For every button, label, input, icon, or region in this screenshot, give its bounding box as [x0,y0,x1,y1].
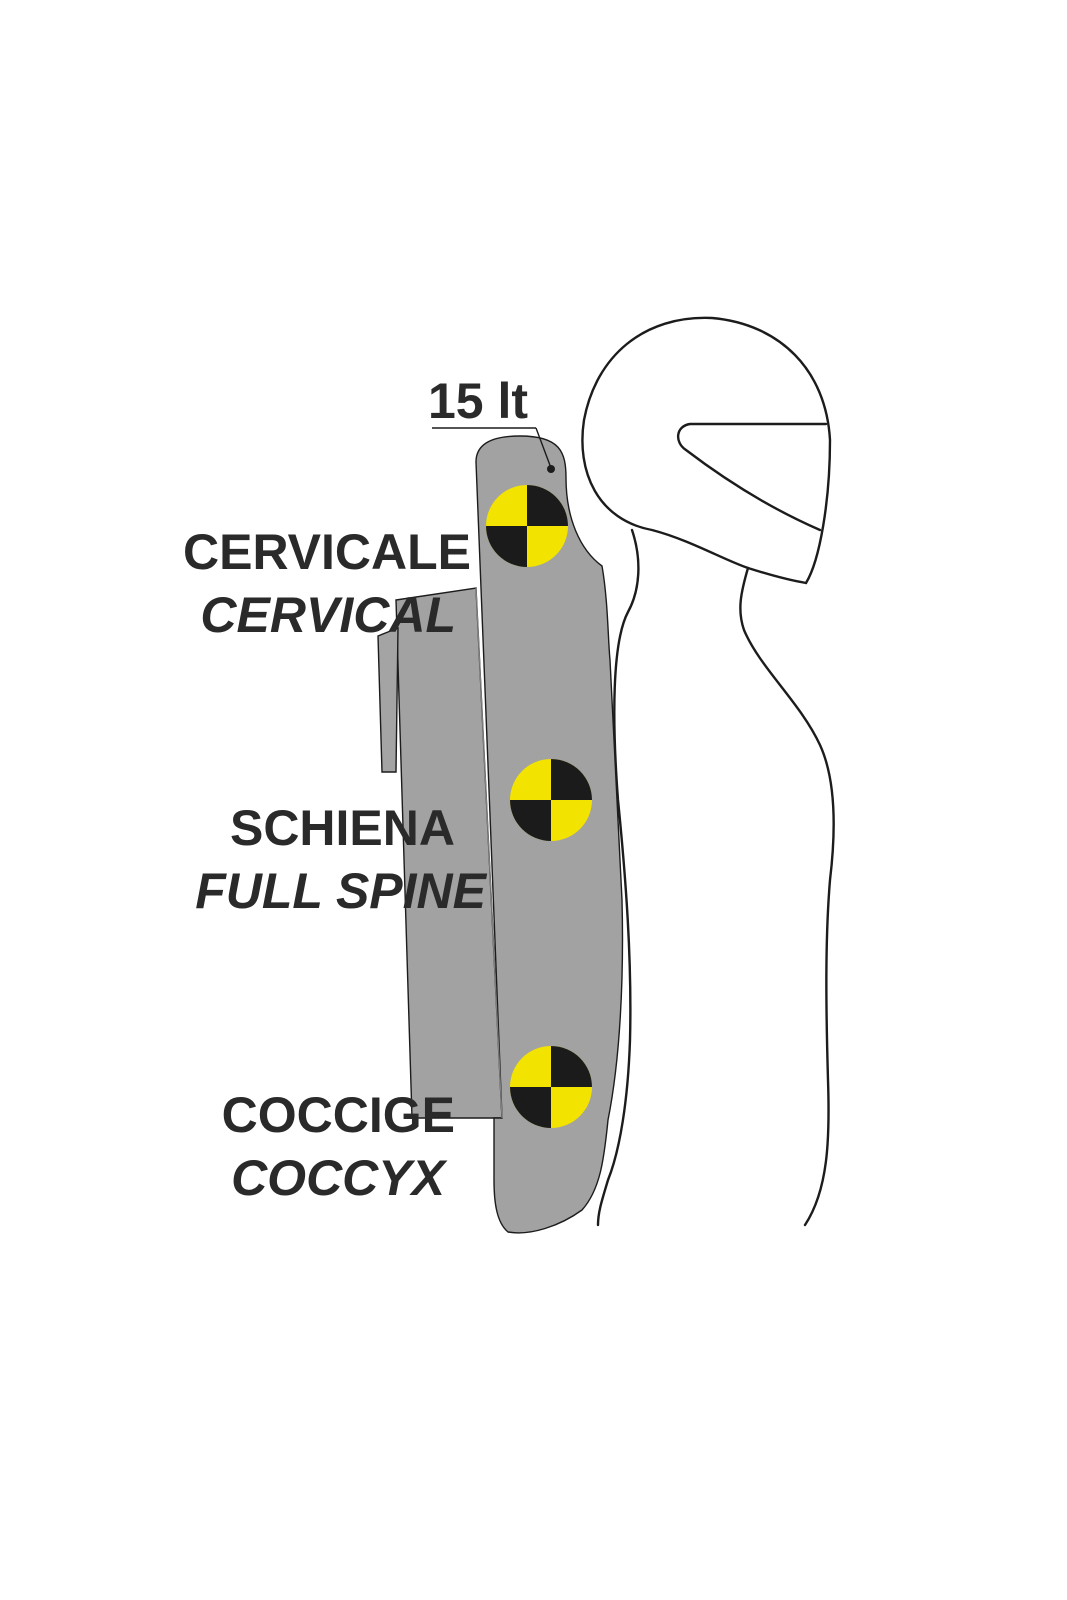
rider-back-outline [596,528,640,1227]
zone-label-cervical: CERVICALE CERVICAL [183,524,471,643]
zone-label-english: COCCYX [231,1150,448,1206]
zone-label-italian: SCHIENA [230,800,455,856]
crash-test-marker-icon [510,759,592,841]
capacity-leader-diagonal [535,427,552,469]
capacity-label: 15 lt [428,373,528,429]
helmet-shell [581,316,832,585]
crash-test-marker-icon [486,485,568,567]
rider-front-outline [739,566,835,1227]
helmet-visor [677,422,828,532]
capacity-callout: 15 lt [428,373,555,473]
zone-label-spine: SCHIENA FULL SPINE [195,800,487,919]
backpack-seam [475,587,503,1119]
zone-label-italian: COCCIGE [222,1087,455,1143]
helmet-chin [746,566,808,585]
crash-test-marker-icon [510,1046,592,1128]
helmet-icon [581,316,832,585]
capacity-leader-dot [547,465,555,473]
zone-label-coccyx: COCCIGE COCCYX [222,1087,455,1206]
zone-label-italian: CERVICALE [183,524,471,580]
zone-label-english: FULL SPINE [195,863,487,919]
rider-silhouette-icon [596,528,835,1227]
backpack-strap [377,626,399,773]
zone-label-english: CERVICAL [200,587,456,643]
